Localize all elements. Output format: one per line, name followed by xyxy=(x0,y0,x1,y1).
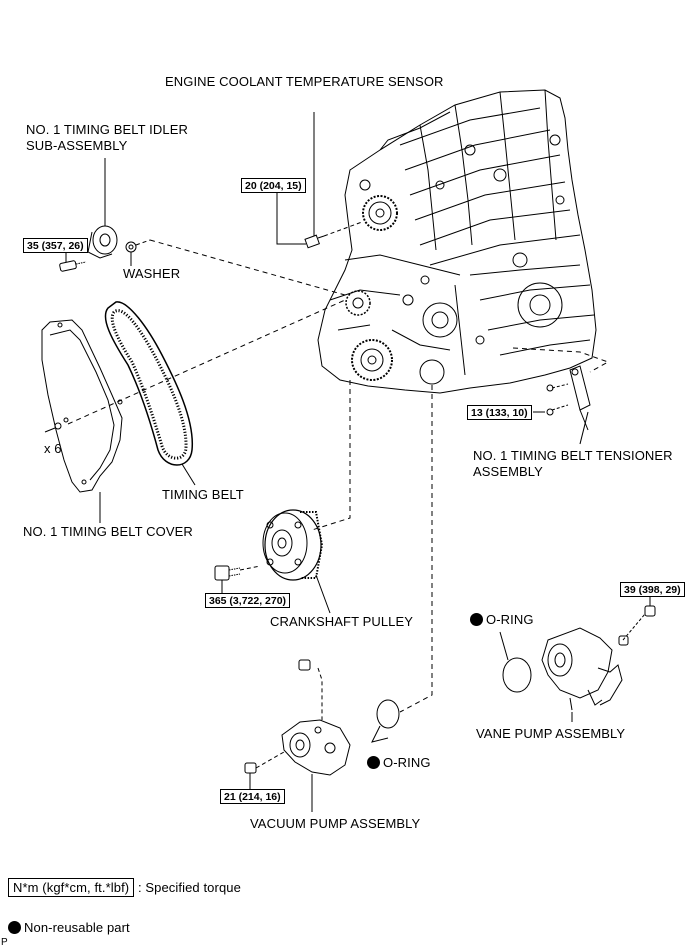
legend-nonreusable-desc: Non-reusable part xyxy=(24,920,130,935)
dash-vacuum-to-engine xyxy=(399,385,433,713)
label-vacuum-pump: VACUUM PUMP ASSEMBLY xyxy=(250,816,421,831)
leader-timing-belt xyxy=(181,463,196,486)
leader-vane-oring xyxy=(499,631,509,661)
dash-tensioner xyxy=(512,347,610,373)
nonreusable-dot-icon xyxy=(470,613,483,626)
torque-idler: 35 (357, 26) xyxy=(23,238,88,253)
dash-vane xyxy=(622,613,646,641)
leader-coolant-torque xyxy=(276,192,306,245)
torque-coolant-sensor: 20 (204, 15) xyxy=(241,178,306,193)
crank-bolt xyxy=(214,565,241,581)
label-x6: x 6 xyxy=(44,441,62,456)
torque-tensioner: 13 (133, 10) xyxy=(467,405,532,420)
label-washer: WASHER xyxy=(123,266,181,281)
vacuum-oring-text: O-RING xyxy=(383,755,431,770)
legend-nonreusable: Non-reusable part xyxy=(8,920,130,936)
leader-crank-label xyxy=(315,574,331,614)
belt-cover-part xyxy=(41,319,123,493)
label-idler-line1: NO. 1 TIMING BELT IDLER xyxy=(26,122,188,137)
dash-idler-to-engine xyxy=(149,239,346,296)
legend-torque-desc: : Specified torque xyxy=(137,880,241,895)
idler-part xyxy=(59,158,137,272)
vane-oring-text: O-RING xyxy=(486,612,534,627)
label-timing-belt: TIMING BELT xyxy=(162,487,244,502)
crankshaft-pulley-part xyxy=(262,509,324,581)
label-vane-oring: O-RING xyxy=(470,612,534,628)
legend-torque: N*m (kgf*cm, ft.*lbf) : Specified torque xyxy=(8,878,241,897)
vane-nut-lower xyxy=(618,635,629,646)
vacuum-pump-part xyxy=(281,719,351,776)
torque-vacuum-pump: 21 (214, 16) xyxy=(220,789,285,804)
engine-block xyxy=(317,89,597,394)
coolant-sensor-part xyxy=(304,234,325,249)
crank-sprocket-on-engine xyxy=(351,339,393,381)
nonreusable-dot-icon xyxy=(8,921,21,934)
vacuum-nut-bottom xyxy=(244,762,257,774)
torque-crankshaft: 365 (3,722, 270) xyxy=(205,593,291,608)
tensioner-bolts xyxy=(546,383,569,416)
idler-sprocket-on-engine xyxy=(345,290,371,316)
vane-pump-part xyxy=(541,627,623,711)
dash-idler xyxy=(135,239,151,246)
nonreusable-dot-icon xyxy=(367,756,380,769)
label-crankshaft-pulley: CRANKSHAFT PULLEY xyxy=(270,614,414,629)
vane-nut-upper xyxy=(644,605,656,617)
label-tensioner-line2: ASSEMBLY xyxy=(473,464,543,479)
label-tensioner-line1: NO. 1 TIMING BELT TENSIONER xyxy=(473,448,673,463)
cover-bolt xyxy=(44,422,62,433)
dash-vacuum xyxy=(317,667,323,720)
torque-vane-pump: 39 (398, 29) xyxy=(620,582,685,597)
leader-tensioner xyxy=(579,411,589,445)
vacuum-nut-top xyxy=(298,659,311,671)
dash-coolant xyxy=(323,221,363,237)
dash-crank xyxy=(239,565,261,571)
dash-crank-to-engine xyxy=(311,380,351,531)
vane-oring xyxy=(502,657,532,693)
footer-code: P xyxy=(1,937,8,948)
legend-torque-box: N*m (kgf*cm, ft.*lbf) xyxy=(8,878,135,897)
camshaft-sprocket xyxy=(362,195,398,231)
timing-belt-part xyxy=(104,301,194,466)
label-coolant-sensor: ENGINE COOLANT TEMPERATURE SENSOR xyxy=(165,74,444,89)
label-vane-pump: VANE PUMP ASSEMBLY xyxy=(476,726,626,741)
label-belt-cover: NO. 1 TIMING BELT COVER xyxy=(23,524,193,539)
vacuum-oring-part xyxy=(371,699,400,743)
dash-vacuum-bottom xyxy=(255,751,285,769)
label-idler-line2: SUB-ASSEMBLY xyxy=(26,138,128,153)
dash-cover xyxy=(67,299,346,425)
label-vacuum-oring: O-RING xyxy=(367,755,431,771)
tensioner-part xyxy=(569,365,591,431)
